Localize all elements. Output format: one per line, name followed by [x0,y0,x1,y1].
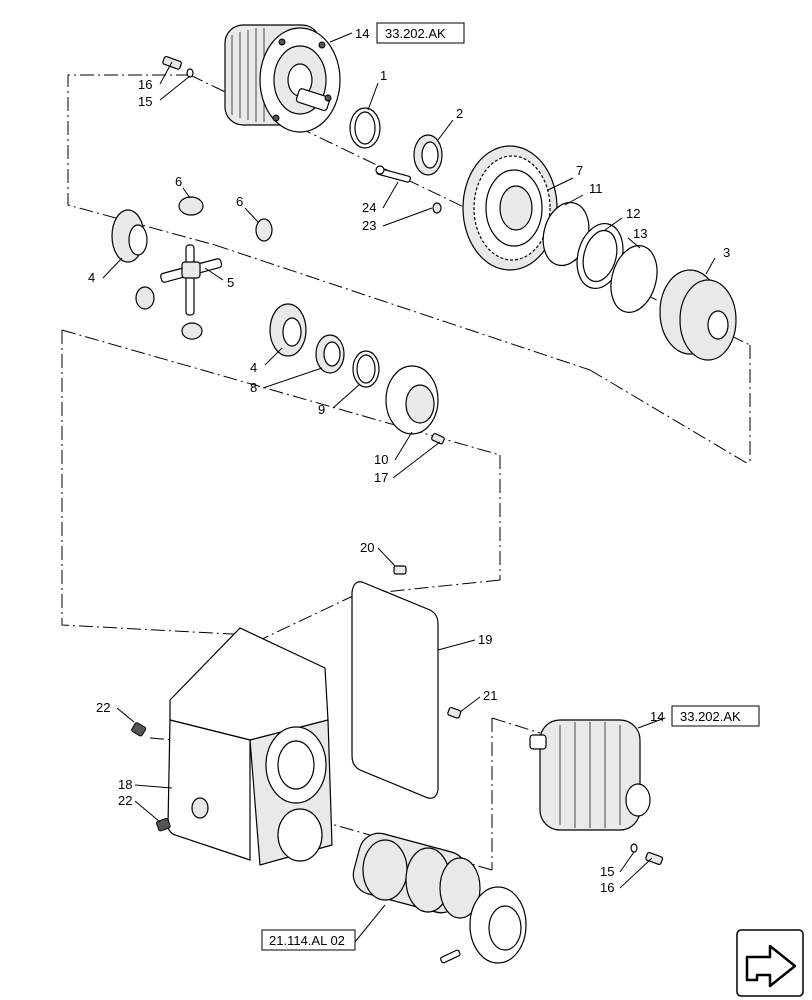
callout-15-top: 15 [138,94,152,109]
reference-box-bottom[interactable]: 21.114.AL 02 [261,929,356,951]
part-19-cover-plate [351,581,439,799]
callout-20: 20 [360,540,374,555]
part-24-bolt [375,165,411,183]
bolt-16-top [162,55,194,78]
reference-label-bottom: 21.114.AL 02 [269,933,345,948]
part-4-bevel-gear-mid [269,303,307,357]
callout-18: 18 [118,777,132,792]
part-4-bevel-gear-left [111,209,148,263]
part-18-gearbox-case [167,627,333,866]
callout-4-mid: 4 [250,360,257,375]
part-7-ring-gear [462,145,558,271]
part-6-pinion-gears [135,196,273,340]
callout-6-left: 6 [175,174,182,189]
part-5-spider [160,244,223,316]
part-8-bearing [315,334,345,374]
callout-14-top: 14 [355,26,369,41]
callout-13: 13 [633,226,647,241]
callout-7: 7 [576,163,583,178]
callout-22-top: 22 [96,700,110,715]
callout-17: 17 [374,470,388,485]
reference-label-top: 33.202.AK [385,26,446,41]
motor-top [224,24,341,133]
gear-shaft-assembly [352,832,527,964]
gaskets [542,201,658,313]
callout-5: 5 [227,275,234,290]
callout-19: 19 [478,632,492,647]
callout-23: 23 [362,218,376,233]
reference-box-top[interactable]: 33.202.AK [376,22,465,44]
callout-2: 2 [456,106,463,121]
callout-21: 21 [483,688,497,703]
part-10-hub [385,365,439,435]
callout-24: 24 [362,200,376,215]
callout-15-bottom: 15 [600,864,614,879]
reference-label-right: 33.202.AK [680,709,741,724]
bolt-16-bottom [630,843,664,866]
part-17-screw [431,433,445,445]
callout-3: 3 [723,245,730,260]
callout-16-top: 16 [138,77,152,92]
part-23-washer [432,202,442,214]
callout-1: 1 [380,68,387,83]
part-1-ring [349,107,381,149]
callout-10: 10 [374,452,388,467]
callout-8: 8 [250,380,257,395]
part-2-bearing [413,134,443,176]
part-3-housing [659,269,737,361]
next-page-arrow-icon[interactable] [736,929,804,997]
motor-right [529,719,651,831]
leader-lines [102,32,716,943]
callout-4-left: 4 [88,270,95,285]
part-9-ring [352,350,380,388]
callout-9: 9 [318,402,325,417]
callout-14-right: 14 [650,709,664,724]
callout-11: 11 [589,181,603,196]
part-20-screw [393,565,407,575]
callout-22-bottom: 22 [118,793,132,808]
callout-labels: 14 16 15 1 2 7 11 12 13 3 24 23 6 6 4 5 … [88,26,730,895]
callout-16-bottom: 16 [600,880,614,895]
callout-6-right: 6 [236,194,243,209]
part-21-screw [447,706,462,719]
reference-box-right[interactable]: 33.202.AK [671,705,760,727]
callout-12: 12 [626,206,640,221]
